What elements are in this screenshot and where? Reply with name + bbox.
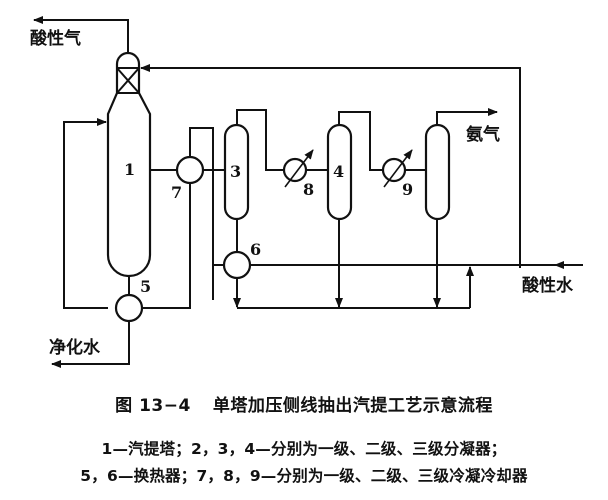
stripper-column bbox=[106, 51, 152, 278]
cooler-8-number: 8 bbox=[303, 180, 314, 199]
sour-water-label: 酸性水 bbox=[522, 275, 574, 296]
acid-gas-label: 酸性气 bbox=[30, 28, 81, 49]
legend-line-1: 1—汽提塔；2，3，4—分别为一级、二级、三级分凝器； bbox=[101, 440, 507, 458]
acid-gas-line bbox=[33, 16, 129, 53]
condenser-3-number: 4 bbox=[333, 162, 344, 181]
condenser-2-number: 3 bbox=[230, 162, 241, 181]
exchanger-6-number: 6 bbox=[250, 240, 261, 259]
ammonia-label: 氨气 bbox=[466, 124, 500, 145]
cooler-9-number: 9 bbox=[402, 180, 413, 199]
heat-exchanger-6 bbox=[212, 219, 568, 300]
cooler-7 bbox=[175, 127, 225, 308]
cooler-9 bbox=[381, 149, 426, 188]
ammonia-line bbox=[436, 108, 498, 125]
process-flow-diagram: 酸性气 1 5 净化水 7 3 bbox=[30, 16, 583, 368]
condenser-4 bbox=[424, 123, 451, 221]
stripper-number: 1 bbox=[124, 160, 135, 179]
exchanger-5-number: 5 bbox=[140, 277, 151, 296]
overhead-3-line bbox=[338, 111, 383, 171]
cooler-8 bbox=[282, 149, 328, 188]
sour-water-top-feed-line bbox=[140, 64, 521, 268]
figure-caption: 图 13−4 单塔加压侧线抽出汽提工艺示意流程 bbox=[0, 391, 608, 416]
cooler-7-number: 7 bbox=[171, 183, 182, 202]
purified-water-label: 净化水 bbox=[49, 337, 101, 358]
overhead-2-line bbox=[236, 109, 284, 171]
condensate-header bbox=[233, 219, 474, 309]
legend-line-2: 5，6—换热器；7，8，9—分别为一级、二级、三级冷凝冷却器 bbox=[80, 467, 528, 485]
figure-title: 单塔加压侧线抽出汽提工艺示意流程 bbox=[212, 396, 493, 416]
stripper-bottom-loop bbox=[63, 118, 108, 309]
figure-number: 图 13−4 bbox=[115, 396, 191, 416]
purified-water-line bbox=[51, 321, 130, 368]
